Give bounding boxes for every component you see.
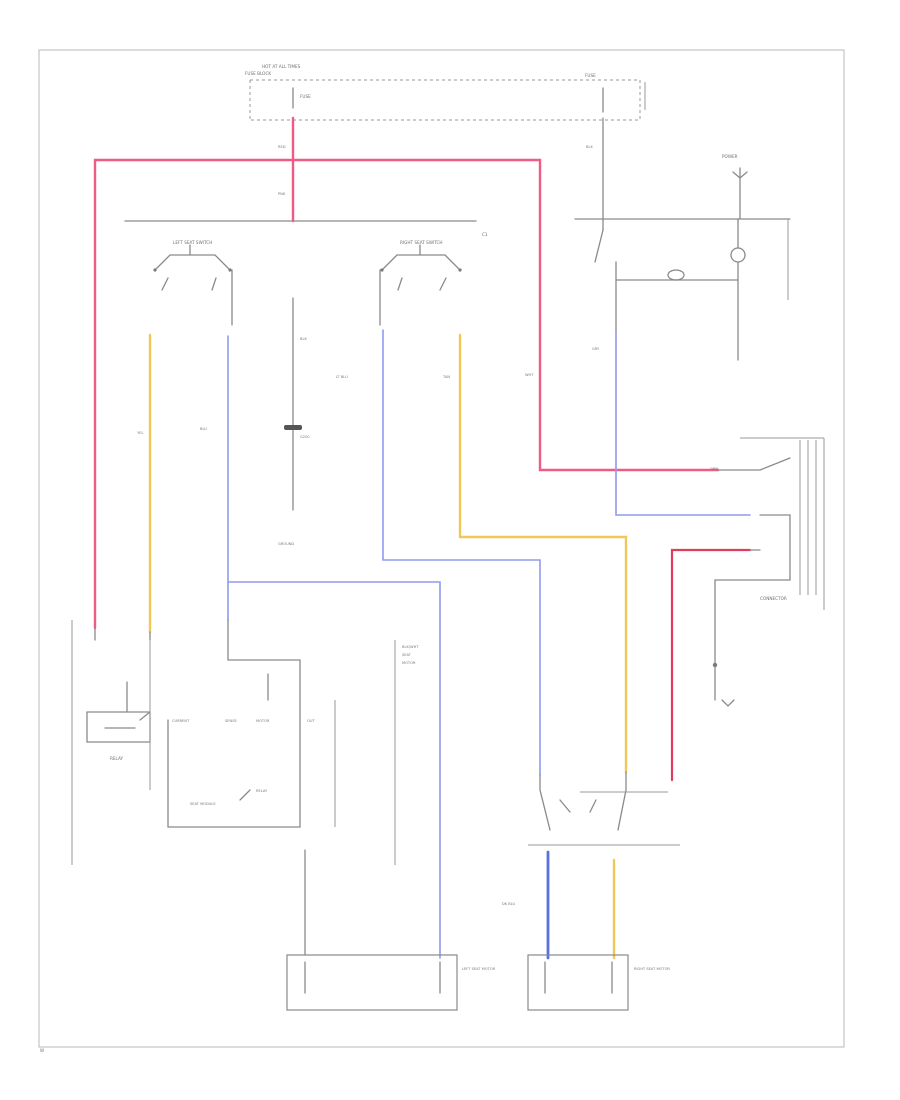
center-note: BLK/WHT SEAT MOTOR bbox=[394, 640, 419, 865]
fuse-block: HOT AT ALL TIMES FUSE BLOCK FUSE FUSE bbox=[245, 64, 646, 121]
red-wire-right bbox=[670, 548, 752, 782]
right-connector: CONNECTOR bbox=[712, 437, 825, 707]
fuse-box-right-label: FUSE bbox=[585, 73, 596, 78]
left-seat-switch: LEFT SEAT SWITCH bbox=[153, 240, 233, 326]
pink-wire-left-loop bbox=[93, 158, 720, 630]
left-seat-motor: LEFT SEAT MOTOR bbox=[286, 849, 496, 1011]
svg-text:LEFT SEAT SWITCH: LEFT SEAT SWITCH bbox=[173, 240, 212, 245]
svg-text:MOTOR: MOTOR bbox=[402, 661, 416, 665]
svg-text:RIGHT SEAT MOTOR: RIGHT SEAT MOTOR bbox=[634, 967, 670, 971]
blue-wire-branch bbox=[227, 581, 441, 959]
svg-text:SEAT MODULE: SEAT MODULE bbox=[190, 802, 216, 806]
svg-text:RED: RED bbox=[278, 145, 286, 149]
svg-text:SENSE: SENSE bbox=[225, 719, 238, 723]
center-ground: BLK G200 GROUND bbox=[278, 297, 310, 546]
svg-text:BLK: BLK bbox=[586, 145, 593, 149]
svg-text:RELAY: RELAY bbox=[110, 756, 124, 761]
svg-text:ORN: ORN bbox=[710, 467, 718, 471]
svg-text:WHT: WHT bbox=[525, 373, 534, 377]
svg-text:PNK: PNK bbox=[278, 192, 286, 196]
svg-text:BLK/WHT: BLK/WHT bbox=[402, 645, 419, 649]
bus-right-label: C1 bbox=[482, 232, 488, 237]
fuse-label: FUSE bbox=[300, 94, 311, 99]
svg-text:RIGHT SEAT SWITCH: RIGHT SEAT SWITCH bbox=[400, 240, 443, 245]
yellow-wire-center bbox=[458, 333, 628, 774]
header-line1: HOT AT ALL TIMES bbox=[262, 64, 301, 69]
right-seat-motor: RIGHT SEAT MOTOR bbox=[527, 954, 670, 1011]
seat-module: CURRENT SENSE MOTOR OUT SEAT MODULE RELA… bbox=[167, 619, 336, 828]
svg-text:CONNECTOR: CONNECTOR bbox=[760, 596, 787, 601]
svg-text:LT BLU: LT BLU bbox=[336, 375, 348, 379]
svg-text:OUT: OUT bbox=[307, 719, 315, 723]
lower-switch bbox=[528, 771, 680, 846]
svg-text:SEAT: SEAT bbox=[402, 653, 412, 657]
right-seat-switch: RIGHT SEAT SWITCH bbox=[379, 240, 462, 326]
blue-wire-center bbox=[382, 329, 541, 776]
svg-text:BLU: BLU bbox=[200, 427, 207, 431]
blue-wire-right bbox=[615, 329, 751, 516]
wire-codes: RED PNK YEL BLU BLK GRY WHT LT BLU DK BL… bbox=[137, 145, 718, 906]
svg-text:G200: G200 bbox=[300, 435, 310, 439]
svg-text:GROUND: GROUND bbox=[278, 542, 294, 546]
svg-text:GRY: GRY bbox=[592, 347, 600, 351]
right-fuse-area: POWER bbox=[594, 117, 789, 361]
diagram-frame bbox=[38, 49, 845, 1048]
svg-text:YEL: YEL bbox=[137, 431, 143, 435]
svg-text:MOTOR: MOTOR bbox=[256, 719, 270, 723]
svg-text:BLK: BLK bbox=[300, 337, 307, 341]
svg-text:POWER: POWER bbox=[722, 154, 738, 159]
header-line2: FUSE BLOCK bbox=[245, 71, 271, 76]
svg-text:DK BLU: DK BLU bbox=[502, 902, 516, 906]
svg-text:TAN: TAN bbox=[442, 375, 450, 379]
left-relay: RELAY bbox=[71, 620, 151, 865]
svg-text:CURRENT: CURRENT bbox=[172, 719, 190, 723]
page-code: W bbox=[40, 1048, 44, 1053]
svg-text:LEFT SEAT MOTOR: LEFT SEAT MOTOR bbox=[462, 967, 496, 971]
svg-text:RELAY: RELAY bbox=[256, 789, 268, 793]
